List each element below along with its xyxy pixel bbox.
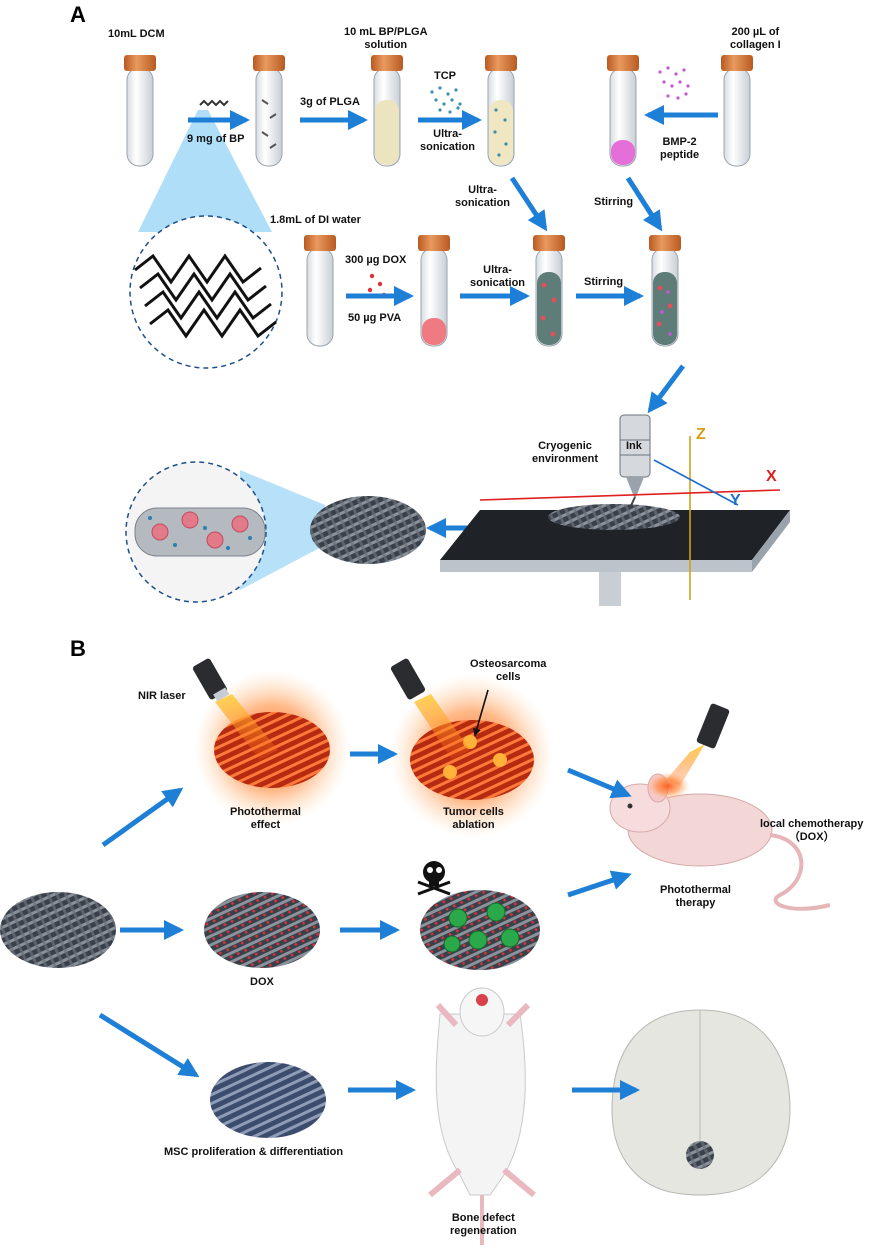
tube-bp: [253, 55, 285, 167]
axis-label-x: X: [766, 468, 777, 485]
label-cryogenic-line2: environment: [532, 453, 599, 465]
label-ultra-3b: sonication: [470, 277, 526, 289]
label-dox: DOX: [250, 976, 274, 988]
bmp2-particles: [658, 66, 690, 100]
label-plga: 3g of PLGA: [300, 96, 360, 108]
label-local-chemo-line2: （DOX）: [788, 831, 835, 843]
axis-label-y: Y: [730, 492, 741, 509]
printer-nozzle: [619, 414, 651, 511]
label-bp: 9 mg of BP: [187, 133, 245, 145]
skull-icon: [417, 861, 451, 896]
label-collagen-line2: collagen I: [730, 39, 781, 51]
label-tumor-ablation: Tumor cells ablation: [443, 806, 504, 832]
label-ultra-1b: sonication: [420, 141, 476, 153]
label-msc: MSC proliferation & differentiation: [164, 1146, 344, 1158]
label-bmp2-line2: peptide: [660, 149, 700, 161]
bp-zoom-circle: [129, 215, 283, 369]
bp-zoom-beam: [138, 110, 272, 232]
axis-label-z: Z: [696, 426, 706, 443]
label-cryogenic: Cryogenic environment: [532, 440, 598, 466]
tube-dcm: [124, 55, 156, 167]
nir-laser: [192, 658, 230, 702]
mouse-photothermal: [609, 703, 831, 911]
label-ink: Ink: [626, 440, 642, 452]
axes-xyz: [479, 436, 781, 600]
label-dox-amount: 300 µg DOX: [345, 254, 407, 266]
label-cryogenic-line1: Cryogenic: [538, 440, 592, 452]
label-ultrasonication-3: Ultra- sonication: [470, 264, 525, 290]
label-bone-defect-line1: Bone defect: [451, 1212, 515, 1224]
scaffold-left: [0, 892, 116, 968]
label-pt-effect-line2: effect: [250, 819, 281, 831]
label-local-chemo-line1: local chemotherapy: [760, 818, 864, 830]
label-tcp: TCP: [434, 70, 456, 82]
label-ablation-line2: ablation: [452, 819, 495, 831]
tcp-particles: [430, 86, 462, 114]
label-local-chemotherapy: local chemotherapy （DOX）: [760, 818, 863, 844]
tube-final-ink: [649, 235, 681, 347]
label-bp-plga-line1: 10 mL BP/PLGA: [344, 26, 428, 38]
tube-bmp2: [607, 55, 639, 167]
tube-collagen: [721, 55, 753, 167]
label-ultra-1a: Ultra-: [433, 128, 462, 140]
label-pt-therapy-line2: therapy: [675, 897, 716, 909]
label-collagen-line1: 200 µL of: [731, 26, 780, 38]
label-ultra-2b: sonication: [455, 197, 511, 209]
bp-flake: [199, 99, 229, 107]
photothermal-scaffold: [194, 670, 350, 826]
label-pt-therapy-line1: Photothermal: [660, 884, 731, 896]
panel-label-a: A: [70, 2, 86, 27]
tube-mix: [533, 235, 565, 347]
tube-di-water: [304, 235, 336, 347]
composite-zoom: [125, 461, 426, 603]
tube-dox: [418, 235, 450, 347]
label-ultrasonication-2: Ultra- sonication: [455, 184, 510, 210]
label-collagen: 200 µL of collagen I: [730, 26, 781, 52]
printer-platform: [440, 504, 790, 606]
skull-model: [611, 1009, 791, 1196]
panel-b-arrows: [98, 744, 640, 1100]
tube-bp-plga: [371, 55, 403, 167]
label-bone-defect: Bone defect regeneration: [450, 1212, 517, 1238]
label-di-water: 1.8mL of DI water: [270, 214, 361, 226]
label-pva: 50 µg PVA: [348, 312, 402, 324]
label-pt-effect-line1: Photothermal: [230, 806, 301, 818]
label-bmp2-line1: BMP-2: [662, 136, 697, 148]
label-stirring-2: Stirring: [584, 276, 624, 288]
label-nir-laser: NIR laser: [138, 690, 186, 702]
label-ultrasonication-1: Ultra- sonication: [420, 128, 475, 154]
ablation-scaffold: [390, 658, 554, 838]
label-bp-plga-line2: solution: [364, 39, 408, 51]
tube-tcp: [485, 55, 517, 167]
label-dcm: 10mL DCM: [108, 28, 165, 40]
label-stirring-1: Stirring: [594, 196, 634, 208]
dox-scaffold: [204, 892, 320, 968]
rat-bone-defect: [428, 987, 536, 1245]
label-ultra-2a: Ultra-: [468, 184, 497, 196]
label-osteosarcoma-line1: Osteosarcoma: [470, 658, 547, 670]
label-bp-plga: 10 mL BP/PLGA solution: [344, 26, 428, 52]
label-ultra-3a: Ultra-: [483, 264, 512, 276]
chemo-scaffold: [420, 890, 540, 970]
panel-label-b: B: [70, 636, 86, 661]
label-ablation-line1: Tumor cells: [443, 806, 504, 818]
label-osteosarcoma-line2: cells: [495, 671, 521, 683]
label-bmp2: BMP-2 peptide: [660, 136, 699, 162]
msc-scaffold: [210, 1062, 326, 1138]
label-osteosarcoma: Osteosarcoma cells: [470, 658, 546, 684]
panel-a-arrows: [188, 105, 718, 538]
label-photothermal-therapy: Photothermal therapy: [660, 884, 731, 910]
label-photothermal-effect: Photothermal effect: [230, 806, 301, 832]
label-bone-defect-line2: regeneration: [450, 1225, 517, 1237]
